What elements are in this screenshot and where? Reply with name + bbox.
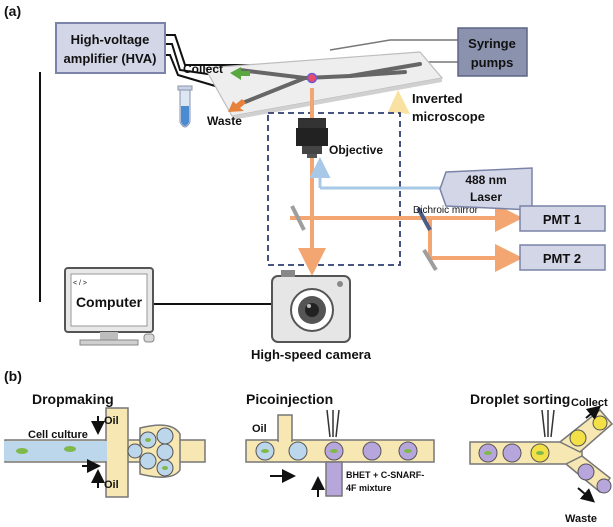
computer-icon[interactable]: < / > Computer xyxy=(64,267,155,346)
syringe-label-line1: Syringe xyxy=(468,36,516,51)
pmt1-label: PMT 1 xyxy=(543,212,581,227)
mixture-label-line2: 4F mixture xyxy=(346,483,392,493)
collection-tube-icon xyxy=(177,85,193,128)
sorting-title: Droplet sorting xyxy=(470,391,570,407)
computer-label: Computer xyxy=(76,294,143,310)
laser-box[interactable]: 488 nm Laser xyxy=(439,167,533,211)
cell-culture-label: Cell culture xyxy=(28,429,88,441)
microscope-label-line1: Inverted xyxy=(412,91,463,106)
hva-label-line1: High-voltage xyxy=(71,32,150,47)
waste-arrow xyxy=(228,99,246,112)
sorting-collect-label: Collect xyxy=(571,397,608,409)
droplet-sorting-schematic: Droplet sorting xyxy=(469,391,613,503)
screen-code-icon: < / > xyxy=(73,280,87,287)
objective-icon xyxy=(296,118,328,158)
panel-b-label: (b) xyxy=(4,368,22,384)
picoinjection-oil-label: Oil xyxy=(252,423,267,435)
hva-box[interactable]: High-voltage amplifier (HVA) xyxy=(55,22,166,74)
dropmaking-schematic: Dropmaking xyxy=(4,391,206,498)
pmt2-box[interactable]: PMT 2 xyxy=(519,244,606,271)
dropmaking-oil-bottom: Oil xyxy=(104,479,119,491)
dichroic-mirror xyxy=(416,207,432,231)
collect-arrow xyxy=(230,67,250,80)
light-cone-icon xyxy=(388,90,410,114)
picoinjection-schematic: Picoinjection xyxy=(245,391,435,497)
dropmaking-title: Dropmaking xyxy=(32,391,114,407)
mirror-bottom xyxy=(422,248,438,272)
hva-label-line2: amplifier (HVA) xyxy=(64,51,157,66)
laser-label-line1: 488 nm xyxy=(465,173,506,187)
pmt1-box[interactable]: PMT 1 xyxy=(519,205,606,232)
mirror-left xyxy=(290,205,306,231)
syringe-pumps-box[interactable]: Syringe pumps xyxy=(457,27,528,77)
syringe-label-line2: pumps xyxy=(471,55,514,70)
chip-waste-label: Waste xyxy=(207,114,242,128)
sorting-waste-label: Waste xyxy=(565,513,597,525)
dropmaking-oil-top: Oil xyxy=(104,415,119,427)
picoinjection-title: Picoinjection xyxy=(246,391,333,407)
pmt2-label: PMT 2 xyxy=(543,251,581,266)
panel-a-label: (a) xyxy=(4,3,21,19)
laser-label-line2: Laser xyxy=(470,190,502,204)
mixture-label-line1: BHET + C-SNARF- xyxy=(346,470,424,480)
camera-icon[interactable] xyxy=(271,270,351,343)
dichroic-label: Dichroic mirror xyxy=(413,205,479,216)
chip-collect-label: Collect xyxy=(183,62,223,76)
camera-label: High-speed camera xyxy=(251,347,372,362)
objective-label: Objective xyxy=(329,143,383,157)
microscope-label-line2: microscope xyxy=(412,109,485,124)
microscope-frame xyxy=(267,112,401,266)
microfluidic-chip xyxy=(204,51,444,120)
